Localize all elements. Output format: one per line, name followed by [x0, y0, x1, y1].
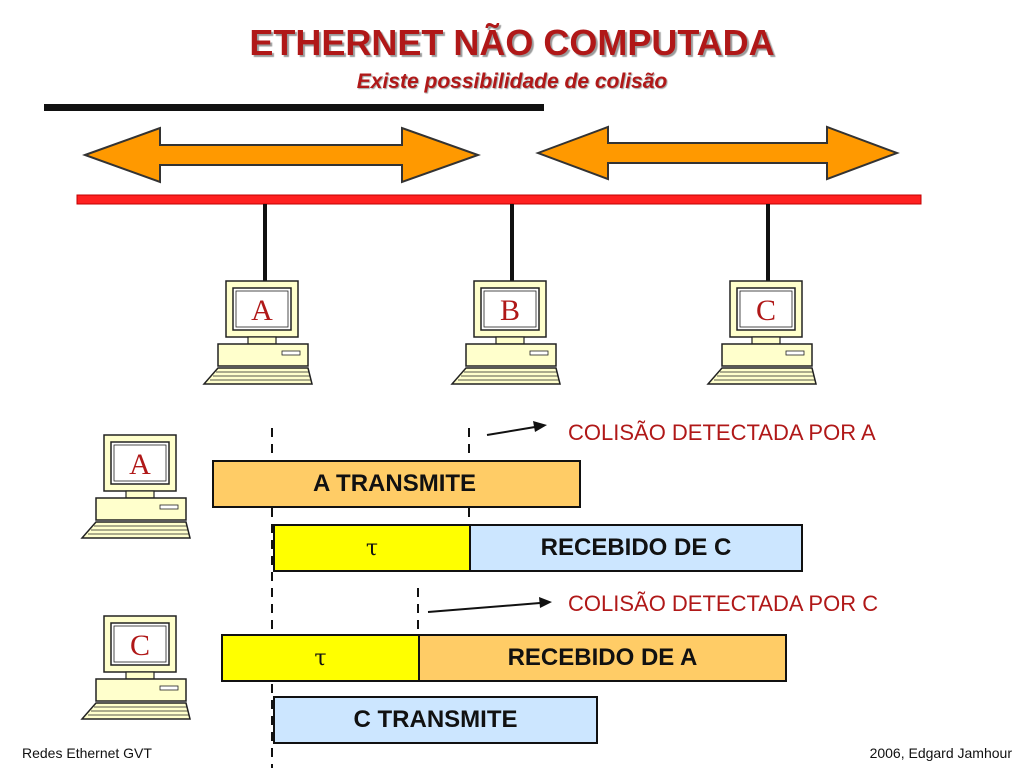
received-from-a-bar: RECEBIDO DE A	[418, 634, 787, 682]
collision-detected-c-label: COLISÃO DETECTADA POR C	[568, 591, 879, 616]
tau-bar-a: τ	[273, 524, 471, 572]
station-a-label: A	[251, 294, 273, 327]
computer-b-icon: B	[451, 280, 561, 385]
pointer-arrowhead-a	[533, 421, 547, 432]
received-from-c-bar: RECEBIDO DE C	[469, 524, 803, 572]
right-double-arrow	[535, 125, 900, 181]
c-transmit-label: C TRANSMITE	[353, 706, 518, 733]
footer-left: Redes Ethernet GVT	[22, 745, 152, 761]
received-from-c-label: RECEBIDO DE C	[540, 534, 732, 561]
timeline-station-a-label: A	[129, 448, 151, 481]
station-c-label: C	[756, 294, 776, 327]
left-double-arrow	[82, 126, 481, 184]
tau-label-c: τ	[314, 645, 327, 671]
tau-bar-c: τ	[221, 634, 420, 682]
a-transmit-bar: A TRANSMITE	[212, 460, 581, 508]
collision-detected-a-label: COLISÃO DETECTADA POR A	[568, 420, 876, 445]
received-from-a-label: RECEBIDO DE A	[507, 644, 698, 671]
tau-label-a: τ	[365, 535, 379, 561]
footer-right: 2006, Edgard Jamhour	[869, 745, 1012, 761]
c-transmit-bar: C TRANSMITE	[273, 696, 598, 744]
timeline-computer-a-icon: A	[81, 434, 191, 539]
pointer-arrowhead-c	[539, 597, 552, 608]
computer-a-icon: A	[203, 280, 313, 385]
pointer-line-c	[427, 602, 541, 613]
computer-c-icon: C	[707, 280, 817, 385]
a-transmit-label: A TRANSMITE	[312, 470, 477, 497]
timeline-station-c-label: C	[130, 629, 150, 662]
station-b-label: B	[500, 294, 520, 327]
timeline-computer-c-icon: C	[81, 615, 191, 720]
pointer-line-a	[486, 426, 536, 436]
header-rule	[44, 104, 544, 111]
page-subtitle: Existe possibilidade de colisão	[356, 70, 668, 93]
ethernet-bus	[76, 194, 922, 205]
page-title: ETHERNET NÃO COMPUTADA	[249, 22, 775, 63]
